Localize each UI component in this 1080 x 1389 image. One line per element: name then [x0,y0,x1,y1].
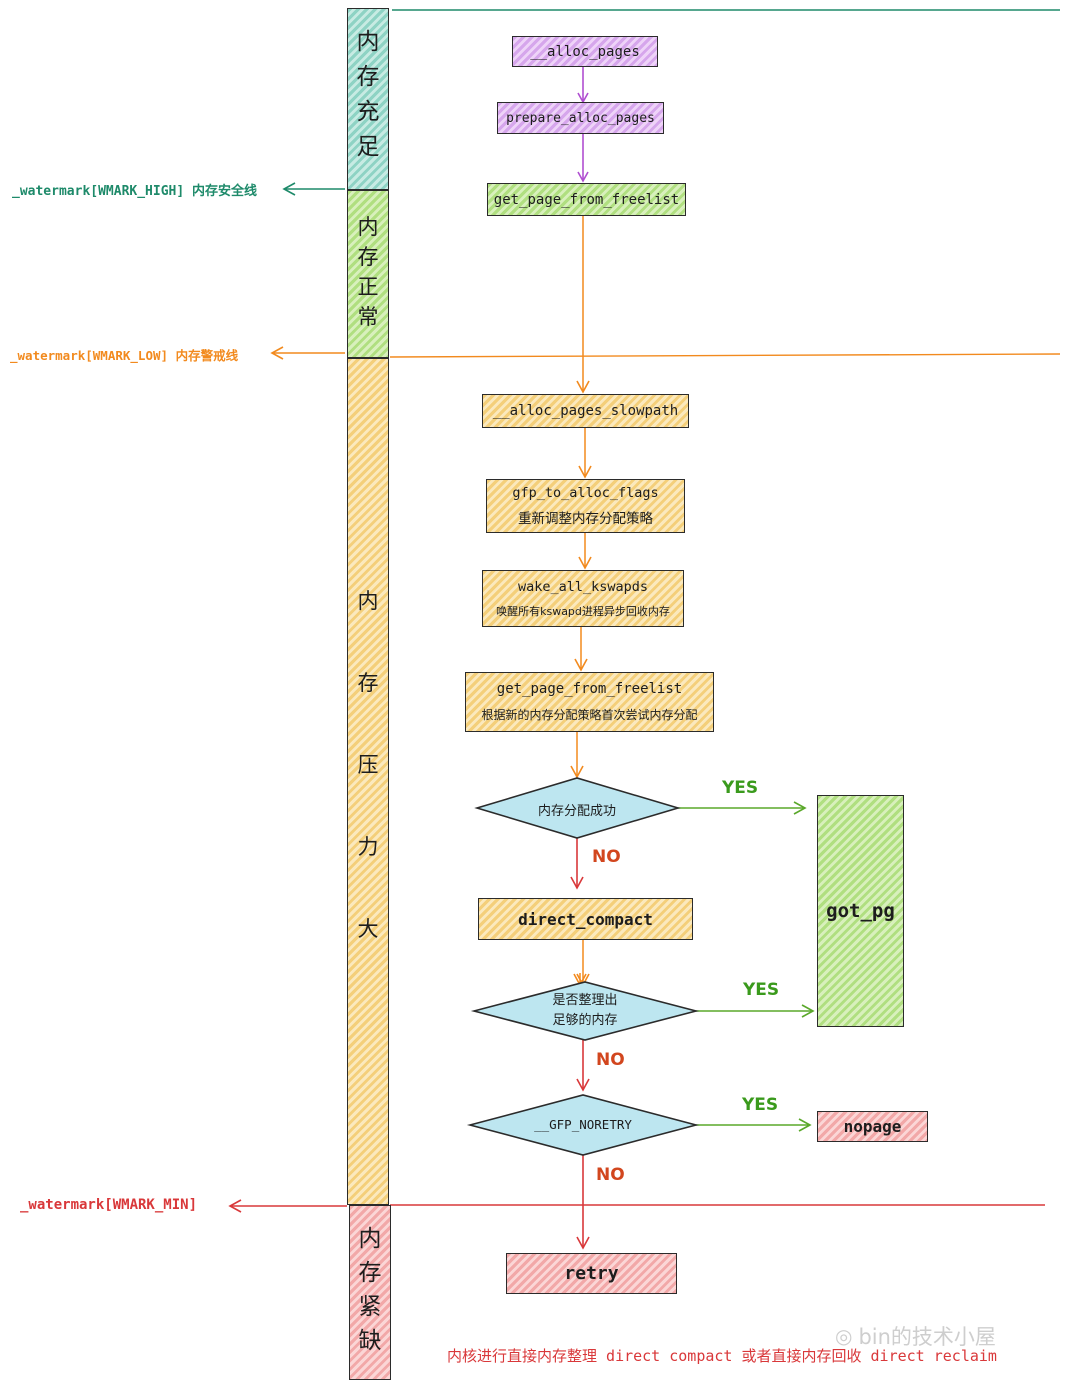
decision-gfp-noretry-label: __GFP_NORETRY [534,1117,632,1132]
node-alloc-pages: __alloc_pages [512,36,658,67]
decision-gfp-noretry [466,1094,700,1156]
node-got-pg: got_pg [817,795,904,1027]
decision-alloc-success-label: 内存分配成功 [537,804,616,819]
brand-watermark: ◎ bin的技术小屋 [835,1324,996,1349]
watermark-low-label: _watermark[WMARK_LOW] 内存警戒线 [10,348,239,363]
no-label-2: NO [596,1050,625,1070]
yes-label-1: YES [722,778,759,798]
yes-label-3: YES [742,1095,779,1115]
node-get-page-from-freelist-retry: get_page_from_freelist 根据新的内存分配策略首次尝试内存分… [465,672,714,732]
no-label-3: NO [596,1165,625,1185]
column-sufficient: 内 存 充 足 [347,8,389,190]
wechat-icon: ◎ [835,1324,853,1348]
decision-compact-enough [470,981,700,1041]
column-normal: 内 存 正 常 [347,190,389,358]
decision-compact-enough-label: 是否整理出 足够的内存 [552,993,618,1028]
node-alloc-pages-slowpath: __alloc_pages_slowpath [482,394,689,428]
node-get-page-from-freelist-fast: get_page_from_freelist [487,183,686,216]
watermark-high-label: _watermark[WMARK_HIGH] 内存安全线 [12,184,258,199]
no-label-1: NO [592,847,621,867]
node-retry: retry [506,1253,677,1294]
node-nopage: nopage [817,1111,928,1142]
column-pressure: 内 存 压 力 大 [347,358,389,1205]
node-wake-all-kswapds: wake_all_kswapds 唤醒所有kswapd进程异步回收内存 [482,570,684,627]
footer-note: 内核进行直接内存整理 direct compact 或者直接内存回收 direc… [447,1347,997,1365]
column-shortage: 内 存 紧 缺 [349,1205,391,1380]
yes-label-2: YES [743,980,780,1000]
node-direct-compact: direct_compact [478,898,693,940]
decision-alloc-success [474,777,681,839]
watermark-min-label: _watermark[WMARK_MIN] [20,1197,198,1213]
node-prepare-alloc-pages: prepare_alloc_pages [497,102,664,134]
node-gfp-to-alloc-flags: gfp_to_alloc_flags 重新调整内存分配策略 [486,479,685,533]
low-line [389,353,1061,358]
